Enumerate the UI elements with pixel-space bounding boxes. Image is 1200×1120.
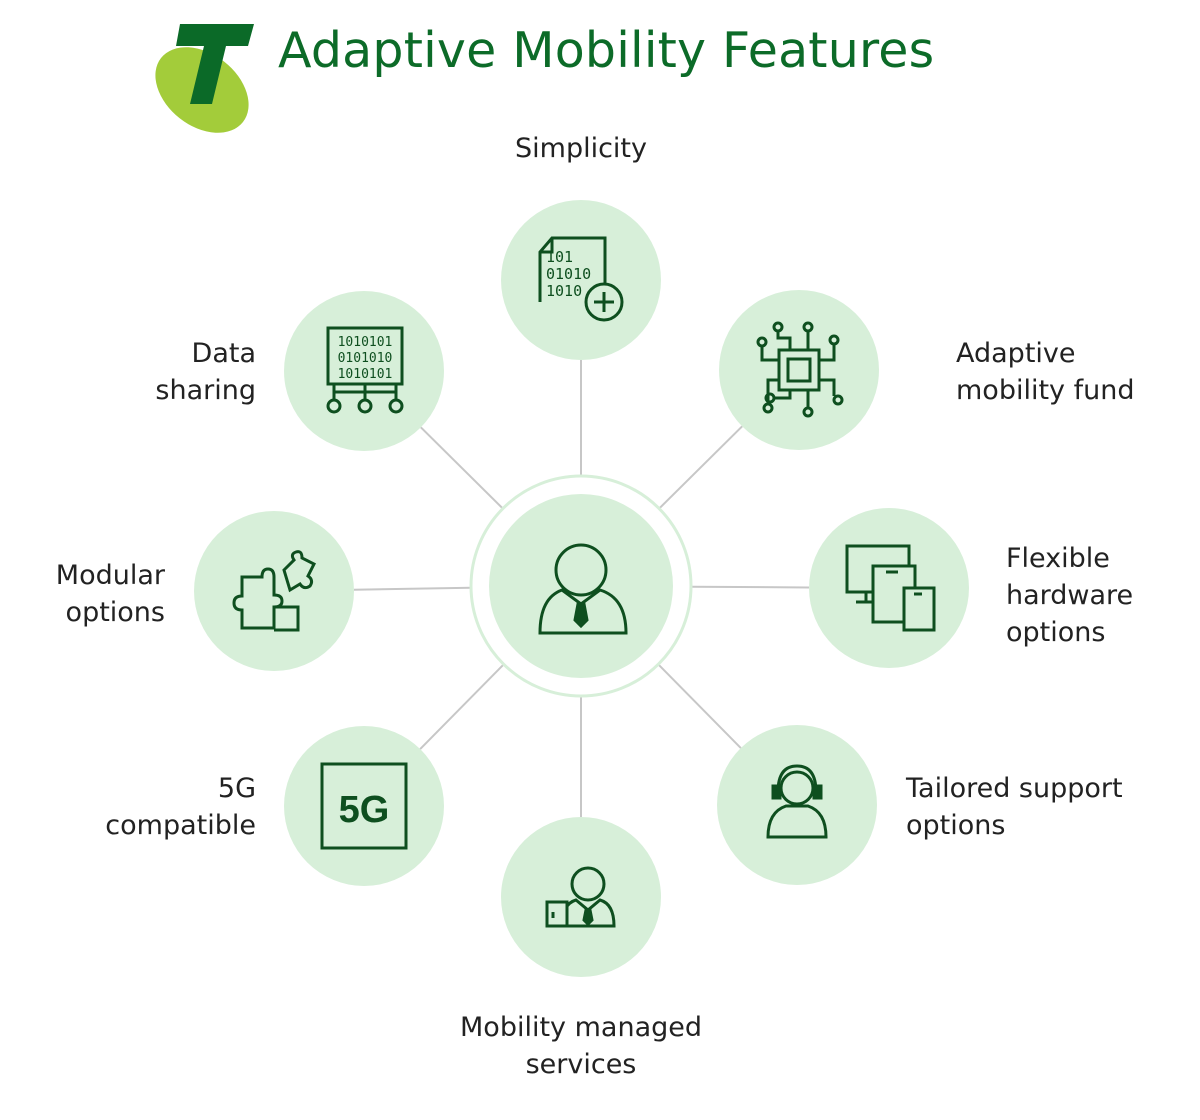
label-data-sharing: Data sharing (100, 335, 256, 409)
5g-icon-text: 5G (339, 789, 390, 831)
label-line: compatible (105, 810, 256, 841)
label-line: Flexible (1006, 543, 1110, 574)
label-line: Modular (55, 560, 165, 591)
data-sharing-icon-text-2: 0101010 (338, 351, 393, 366)
label-modular-options: Modular options (20, 557, 165, 631)
node-circle (284, 291, 444, 451)
label-line: options (65, 597, 165, 628)
node-data-sharing: 1010101 0101010 1010101 (284, 291, 444, 451)
connector-line-5g-compatible (419, 663, 505, 750)
node-flexible-hardware-options (809, 508, 969, 668)
binary-document-add-icon (538, 236, 624, 322)
headset-agent-icon (766, 764, 828, 839)
simplicity-icon-text-3: 1010 (546, 282, 582, 300)
label-line: sharing (155, 375, 256, 406)
label-line: options (906, 810, 1006, 841)
label-5g-compatible: 5G compatible (60, 770, 256, 844)
label-simplicity: Simplicity (480, 130, 682, 167)
logo-t-mark (176, 24, 254, 104)
connector-line-flexible-hardware-options (690, 585, 810, 589)
center-node (469, 474, 693, 698)
multi-device-icon (845, 544, 936, 632)
label-tailored-support-options: Tailored support options (906, 770, 1123, 844)
node-tailored-support-options (717, 725, 877, 885)
connector-line-tailored-support-options (657, 663, 742, 749)
label-line: hardware (1006, 580, 1134, 611)
simplicity-icon-text-1: 101 (546, 248, 573, 266)
label-flexible-hardware-options: Flexible hardware options (1006, 540, 1133, 651)
circuit-chip-icon (756, 321, 844, 418)
page-title: Adaptive Mobility Features (278, 22, 935, 79)
node-modular-options (194, 511, 354, 671)
center-circle (489, 494, 673, 678)
label-adaptive-mobility-fund: Adaptive mobility fund (956, 335, 1134, 409)
label-line: Data (191, 338, 256, 369)
label-line: Tailored support (906, 773, 1123, 804)
node-5g-compatible: 5G (284, 726, 444, 886)
label-line: 5G (217, 773, 256, 804)
connector-line-adaptive-mobility-fund (658, 425, 743, 510)
label-mobility-managed-services: Mobility managed services (430, 1009, 732, 1083)
brand-logo (155, 24, 254, 133)
data-sharing-icon-text-3: 1010101 (338, 367, 393, 382)
simplicity-icon-text-2: 01010 (546, 265, 591, 283)
data-board-network-icon (326, 326, 404, 414)
node-circle (719, 290, 879, 450)
node-circle (284, 726, 444, 886)
label-line: Simplicity (515, 133, 647, 164)
data-sharing-icon-text-1: 1010101 (338, 335, 393, 350)
node-mobility-managed-services (501, 817, 661, 977)
5g-chip-icon (320, 762, 408, 850)
node-simplicity: 101 01010 1010 (501, 200, 661, 360)
node-adaptive-mobility-fund (719, 290, 879, 450)
label-line: Mobility managed (460, 1012, 702, 1043)
node-circle (501, 200, 661, 360)
label-line: mobility fund (956, 375, 1135, 406)
label-line: Adaptive (956, 338, 1076, 369)
person-with-tie-icon (538, 543, 628, 635)
connector-line-data-sharing (420, 426, 504, 510)
connector-lines (353, 360, 810, 817)
connector-line-modular-options (353, 586, 472, 591)
label-line: options (1006, 617, 1106, 648)
puzzle-pieces-icon (232, 550, 317, 632)
label-line: services (525, 1049, 637, 1080)
agent-with-phone-icon (545, 866, 616, 928)
